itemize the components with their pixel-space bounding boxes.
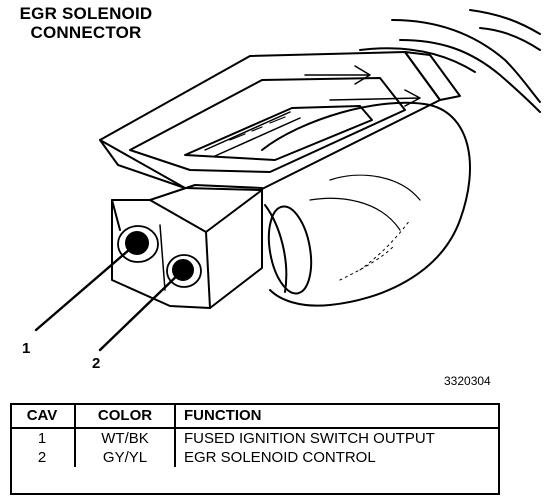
connector-illustration [34,9,541,352]
cavity-2 [166,254,202,288]
pinout-table: CAV COLOR FUNCTION 1 WT/BK FUSED IGNITIO… [10,403,498,467]
diagram-title: EGR SOLENOID CONNECTOR [6,4,166,42]
cell-cav: 1 [10,428,76,448]
wire-harness [359,9,541,113]
table-row: 1 WT/BK FUSED IGNITION SWITCH OUTPUT [10,428,498,448]
locking-tab [99,51,461,191]
cell-function: FUSED IGNITION SWITCH OUTPUT [184,430,435,447]
callout-2: 2 [92,355,101,372]
connector-body [261,101,471,307]
figure-id: 3320304 [444,374,491,388]
table-row: 2 GY/YL EGR SOLENOID CONTROL [10,448,498,467]
connector-face [111,184,263,309]
title-line-1: EGR SOLENOID [19,4,153,23]
cell-cav: 2 [10,448,76,467]
header-cav: CAV [10,403,76,429]
leader-line-1 [34,241,139,332]
cell-color: WT/BK [75,428,176,448]
title-line-2: CONNECTOR [30,23,142,42]
cell-color: GY/YL [75,448,176,467]
table-header-row: CAV COLOR FUNCTION [10,403,498,429]
header-color: COLOR [75,403,176,429]
cavity-1 [117,225,159,263]
leader-line-2 [98,268,185,352]
header-function: FUNCTION [175,403,498,429]
callout-1: 1 [22,340,31,357]
cell-function: EGR SOLENOID CONTROL [184,449,376,466]
